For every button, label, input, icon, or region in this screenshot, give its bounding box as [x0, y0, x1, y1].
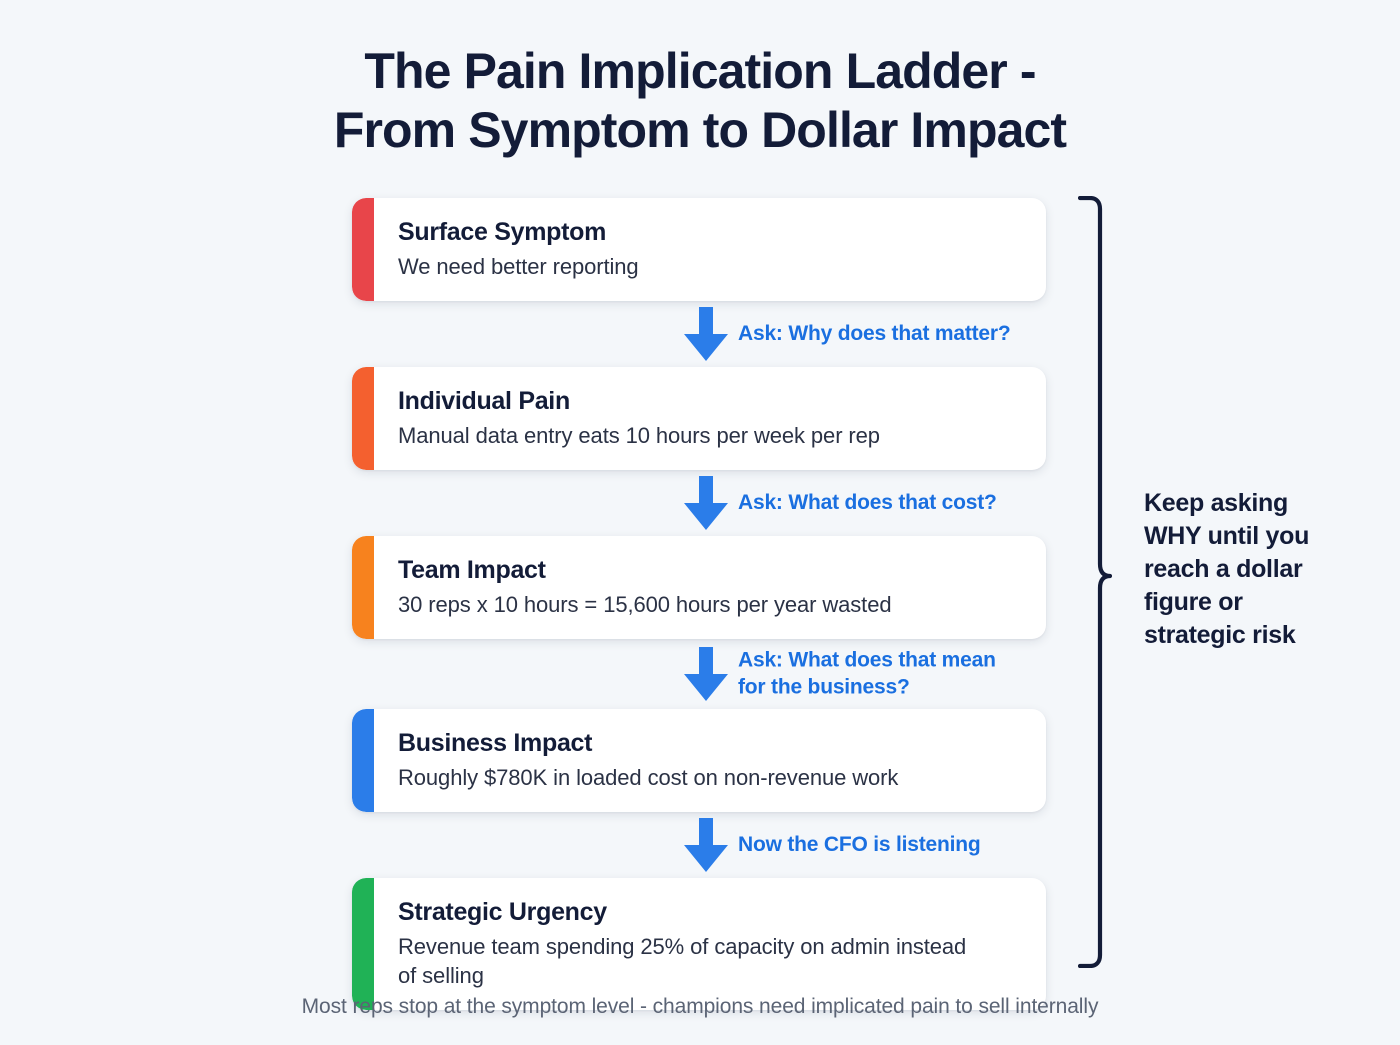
- connector-label: Ask: What does that cost?: [738, 490, 997, 514]
- step-accent-bar: [352, 709, 374, 813]
- step-card[interactable]: Team Impact 30 reps x 10 hours = 15,600 …: [352, 536, 1046, 640]
- step-title: Business Impact: [398, 729, 593, 758]
- step-title: Strategic Urgency: [398, 898, 607, 927]
- step-title: Individual Pain: [398, 387, 570, 416]
- ladder-connector-3: Ask: What does that mean for the busines…: [352, 639, 1046, 709]
- ladder-step-5: Strategic Urgency Revenue team spending …: [352, 878, 1046, 1011]
- step-description: Manual data entry eats 10 hours per week…: [398, 423, 880, 449]
- arrow-down-icon: [684, 818, 728, 873]
- footer-caption: Most reps stop at the symptom level - ch…: [301, 995, 1099, 1018]
- step-description: 30 reps x 10 hours = 15,600 hours per ye…: [398, 592, 892, 618]
- step-title: Surface Symptom: [398, 218, 607, 246]
- connector-label: Ask: Why does that matter?: [738, 321, 1011, 345]
- step-accent-bar: [352, 536, 374, 640]
- step-card-body: Individual Pain Manual data entry eats 1…: [374, 367, 1046, 470]
- step-description: We need better reporting: [398, 254, 639, 279]
- curly-brace-icon: [1078, 196, 1112, 968]
- side-note: Keep asking WHY until you reach a dollar…: [1144, 489, 1310, 649]
- ladder-step-3: Team Impact 30 reps x 10 hours = 15,600 …: [352, 536, 1046, 640]
- step-card-body: Team Impact 30 reps x 10 hours = 15,600 …: [374, 536, 1046, 639]
- step-card[interactable]: Strategic Urgency Revenue team spending …: [352, 878, 1046, 1011]
- arrow-down-icon: [684, 647, 728, 702]
- step-description: Roughly $780K in loaded cost on non-reve…: [398, 765, 899, 791]
- ladder-step-2: Individual Pain Manual data entry eats 1…: [352, 367, 1046, 471]
- step-card[interactable]: Individual Pain Manual data entry eats 1…: [352, 367, 1046, 471]
- ladder-connector-4: Now the CFO is listening: [352, 812, 1046, 878]
- ladder-connector-2: Ask: What does that cost?: [352, 470, 1046, 536]
- step-description: Revenue team spending 25% of capacity on…: [398, 934, 967, 989]
- pain-ladder: Surface Symptom We need better reporting…: [352, 198, 1046, 1011]
- ladder-step-4: Business Impact Roughly $780K in loaded …: [352, 709, 1046, 813]
- step-card-body: Business Impact Roughly $780K in loaded …: [374, 709, 1046, 812]
- page-title-line-2: From Symptom to Dollar Impact: [333, 102, 1067, 158]
- arrow-down-icon: [684, 476, 728, 531]
- step-accent-bar: [352, 198, 374, 302]
- connector-label: Ask: What does that mean for the busines…: [738, 648, 996, 699]
- ladder-step-1: Surface Symptom We need better reporting: [352, 198, 1046, 302]
- page-title-line-1: The Pain Implication Ladder -: [364, 43, 1036, 99]
- ladder-connector-1: Ask: Why does that matter?: [352, 301, 1046, 367]
- step-card-body: Strategic Urgency Revenue team spending …: [374, 878, 1046, 1010]
- arrow-down-icon: [684, 307, 728, 362]
- step-accent-bar: [352, 878, 374, 1011]
- step-card-body: Surface Symptom We need better reporting: [374, 198, 1046, 301]
- connector-label: Now the CFO is listening: [738, 832, 981, 856]
- step-card[interactable]: Business Impact Roughly $780K in loaded …: [352, 709, 1046, 813]
- page-title: The Pain Implication Ladder - From Sympt…: [0, 42, 1400, 160]
- step-title: Team Impact: [398, 556, 546, 585]
- step-accent-bar: [352, 367, 374, 471]
- step-card[interactable]: Surface Symptom We need better reporting: [352, 198, 1046, 302]
